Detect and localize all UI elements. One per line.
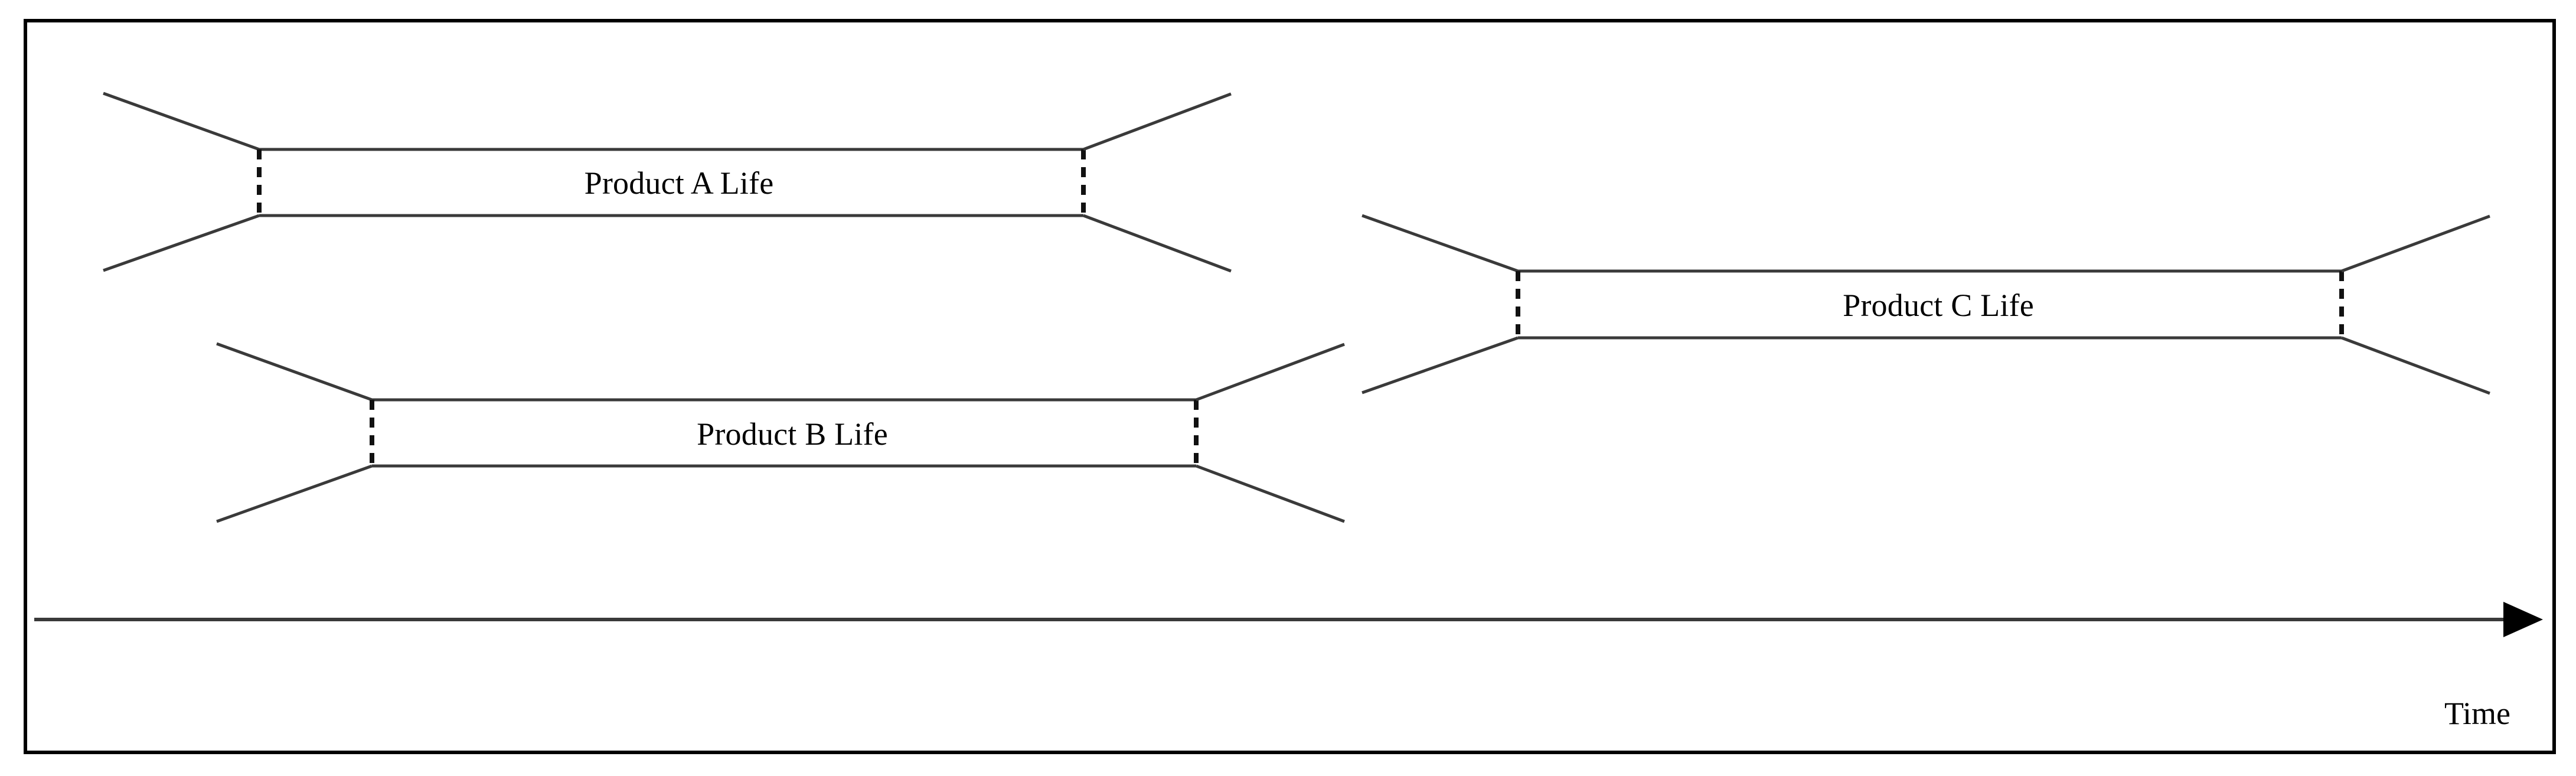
- product-a-ramp-upper-left: [103, 92, 260, 151]
- product-c-ramp-lower-left: [1362, 336, 1519, 394]
- product-c-label: Product C Life: [1843, 288, 2034, 323]
- product-c-ramp-upper-right: [2341, 214, 2490, 273]
- product-b-ramp-lower-right: [1196, 464, 1345, 523]
- product-b-ramp-upper-right: [1196, 343, 1345, 402]
- product-a-lifeline: [103, 92, 1232, 273]
- product-a-label: Product A Life: [584, 165, 774, 201]
- diagram-outer-frame: [24, 19, 2556, 754]
- product-a-ramp-lower-left: [103, 214, 260, 272]
- product-b-lifeline: [216, 342, 1345, 523]
- product-b-ramp-upper-left: [216, 342, 373, 402]
- product-b-label: Product B Life: [697, 416, 888, 452]
- product-c-ramp-upper-left: [1362, 214, 1519, 273]
- product-a-ramp-upper-right: [1083, 92, 1232, 151]
- product-c-ramp-lower-right: [2341, 336, 2490, 395]
- product-b-ramp-lower-left: [216, 464, 373, 523]
- time-axis-label: Time: [2444, 696, 2511, 731]
- product-c-lifeline: [1362, 214, 2490, 395]
- time-axis: [34, 602, 2543, 637]
- product-a-ramp-lower-right: [1083, 214, 1232, 273]
- time-axis-arrowhead-icon: [2503, 602, 2543, 637]
